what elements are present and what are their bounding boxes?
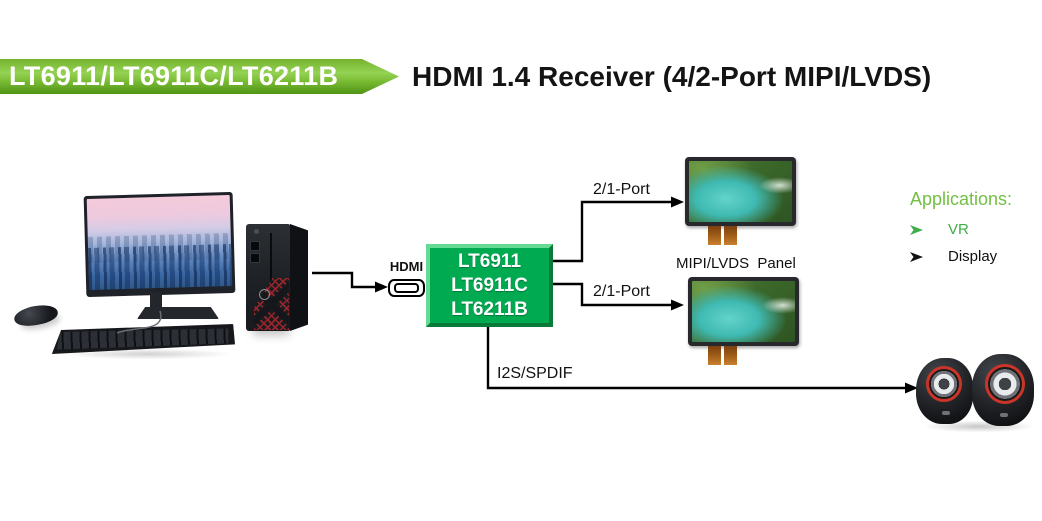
arrowhead-pc-to-hdmi xyxy=(375,281,388,293)
chip-name-3: LT6211B xyxy=(451,298,528,320)
hdmi-label: HDMI xyxy=(389,259,424,274)
application-item-display: Display xyxy=(910,248,1012,265)
speaker-driver-icon xyxy=(926,366,962,402)
application-item-vr: VR xyxy=(910,221,1012,238)
flex-connector-tab xyxy=(708,346,721,365)
chip-name-2: LT6911C xyxy=(451,274,528,296)
power-button-icon xyxy=(254,229,259,234)
hdmi-plug-icon xyxy=(388,279,425,297)
wire-pc-to-hdmi xyxy=(312,271,378,289)
monitor-stand xyxy=(150,292,162,310)
arrow-bullet-icon xyxy=(910,251,923,262)
flex-connector-tab xyxy=(724,346,737,365)
applications-title: Applications: xyxy=(910,189,1013,209)
panel-photo xyxy=(689,161,792,222)
port-label-top: 2/1-Port xyxy=(593,181,650,198)
tower-accent-pattern xyxy=(254,278,289,330)
monitor-base xyxy=(137,307,219,319)
chip-name-1: LT6911 xyxy=(457,250,522,272)
arrow-bullet-icon xyxy=(910,224,923,235)
speaker-driver-icon xyxy=(985,364,1025,404)
application-label: Display xyxy=(948,248,998,265)
wire-chip-to-panel1 xyxy=(552,200,675,263)
monitor-wallpaper xyxy=(86,195,233,290)
page-title: HDMI 1.4 Receiver (4/2-Port MIPI/LVDS) xyxy=(412,61,932,92)
tower-side xyxy=(290,224,308,331)
monitor-icon xyxy=(83,191,236,298)
speakers-icon xyxy=(916,352,1042,434)
application-label: VR xyxy=(948,221,969,238)
speaker-left xyxy=(916,358,973,424)
panel-label: MIPI/LVDS Panel xyxy=(676,255,796,272)
flex-connector-tab xyxy=(724,226,737,245)
drive-slot xyxy=(270,233,272,283)
desktop-tower-icon xyxy=(246,224,310,334)
speaker-right xyxy=(972,354,1034,426)
usb-port-icon xyxy=(250,253,260,263)
brand-logo-icon xyxy=(259,289,270,300)
arrowhead-panel1 xyxy=(671,196,684,208)
panel-photo xyxy=(692,281,795,342)
arrowhead-panel2 xyxy=(671,299,684,311)
tower-front xyxy=(246,224,290,331)
flex-connector-tab xyxy=(708,226,721,245)
applications-list: Applications: VR Display xyxy=(910,189,1012,275)
mouse-icon xyxy=(12,302,60,329)
product-banner-text: LT6911/LT6911C/LT6211B xyxy=(9,61,339,91)
chip-box: LT6911 LT6911C LT6211B xyxy=(426,244,553,327)
product-banner: LT6911/LT6911C/LT6211B xyxy=(0,59,399,94)
audio-interface-label: I2S/SPDIF xyxy=(497,365,573,382)
mipi-panel-1 xyxy=(685,157,796,245)
port-label-bottom: 2/1-Port xyxy=(593,283,650,300)
usb-port-icon xyxy=(250,241,260,251)
mipi-panel-2 xyxy=(688,277,799,365)
